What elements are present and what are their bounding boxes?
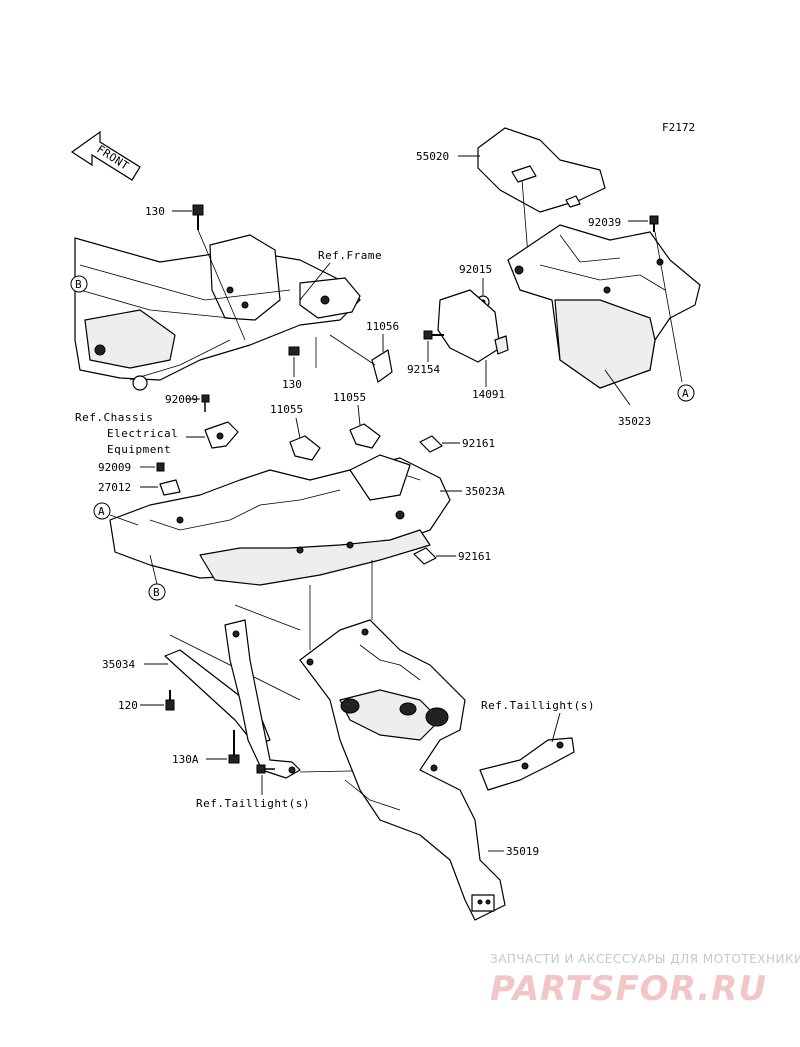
cover-14091: [437, 289, 509, 363]
marker-a-right-label: A: [682, 387, 689, 400]
bolt-120: [165, 690, 175, 711]
pad-92161-b: [413, 547, 437, 565]
front-arrow-icon: FRONT: [70, 130, 141, 181]
marker-b-top: [70, 275, 88, 293]
inner-fender-35023a: [109, 454, 451, 586]
pad-92161-a: [419, 435, 443, 453]
label-55020: 55020: [416, 150, 449, 163]
bolt-130-top: [192, 204, 204, 230]
taillight-bracket: [479, 737, 575, 791]
bolt-130-mid: [288, 346, 300, 356]
label-11055-b: 11055: [333, 391, 366, 404]
marker-a-left-label: A: [98, 505, 105, 518]
screw-92154: [423, 330, 444, 340]
ref-chassis-line2: Electrical: [107, 427, 178, 440]
pad-55020: [477, 127, 606, 213]
clamp-11055-a: [289, 435, 321, 461]
label-130a: 130A: [172, 753, 199, 766]
label-92039: 92039: [588, 216, 621, 229]
ref-chassis-line3: Equipment: [107, 443, 171, 456]
watermark-tagline: ЗАПЧАСТИ И АКСЕССУАРЫ ДЛЯ МОТОТЕХНИКИ: [490, 952, 800, 966]
rear-fender-35019: [299, 619, 506, 921]
ref-frame: Ref.Frame: [318, 249, 382, 262]
clip-27012: [159, 479, 181, 496]
marker-a-right: [677, 384, 695, 402]
ref-chassis-line1: Ref.Chassis: [75, 411, 153, 424]
label-35019: 35019: [506, 845, 539, 858]
marker-a-left: [93, 502, 111, 520]
screw-92039: [649, 215, 659, 232]
label-120: 120: [118, 699, 138, 712]
label-92161-b: 92161: [458, 550, 491, 563]
clamp-chassis: [204, 421, 239, 449]
screw-92009-a: [201, 394, 210, 412]
bracket-11056: [371, 349, 393, 383]
screw-taillight-left: [256, 764, 275, 774]
watermark-logo: PARTSFOR.RU: [490, 969, 767, 1009]
stay-35034: [164, 619, 301, 779]
label-92015: 92015: [459, 263, 492, 276]
label-35023a: 35023A: [465, 485, 505, 498]
label-92009-a: 92009: [165, 393, 198, 406]
bolt-130a: [228, 730, 240, 764]
tray-35023: [507, 224, 701, 389]
label-27012: 27012: [98, 481, 131, 494]
marker-b-top-label: B: [75, 278, 82, 291]
label-130-mid: 130: [282, 378, 302, 391]
label-92009-b: 92009: [98, 461, 131, 474]
label-130-top: 130: [145, 205, 165, 218]
label-92154: 92154: [407, 363, 440, 376]
marker-b-bottom-label: B: [153, 586, 160, 599]
label-35034: 35034: [102, 658, 135, 671]
label-11056: 11056: [366, 320, 399, 333]
figure-code: F2172: [662, 121, 695, 134]
label-14091: 14091: [472, 388, 505, 401]
ref-taillight-left: Ref.Taillight(s): [196, 797, 310, 810]
screw-92009-b: [156, 462, 165, 472]
label-35023: 35023: [618, 415, 651, 428]
clamp-11055-b: [349, 423, 381, 449]
label-92161-a: 92161: [462, 437, 495, 450]
rear-frame: [74, 234, 361, 391]
ref-taillight-right: Ref.Taillight(s): [481, 699, 595, 712]
label-11055-a: 11055: [270, 403, 303, 416]
